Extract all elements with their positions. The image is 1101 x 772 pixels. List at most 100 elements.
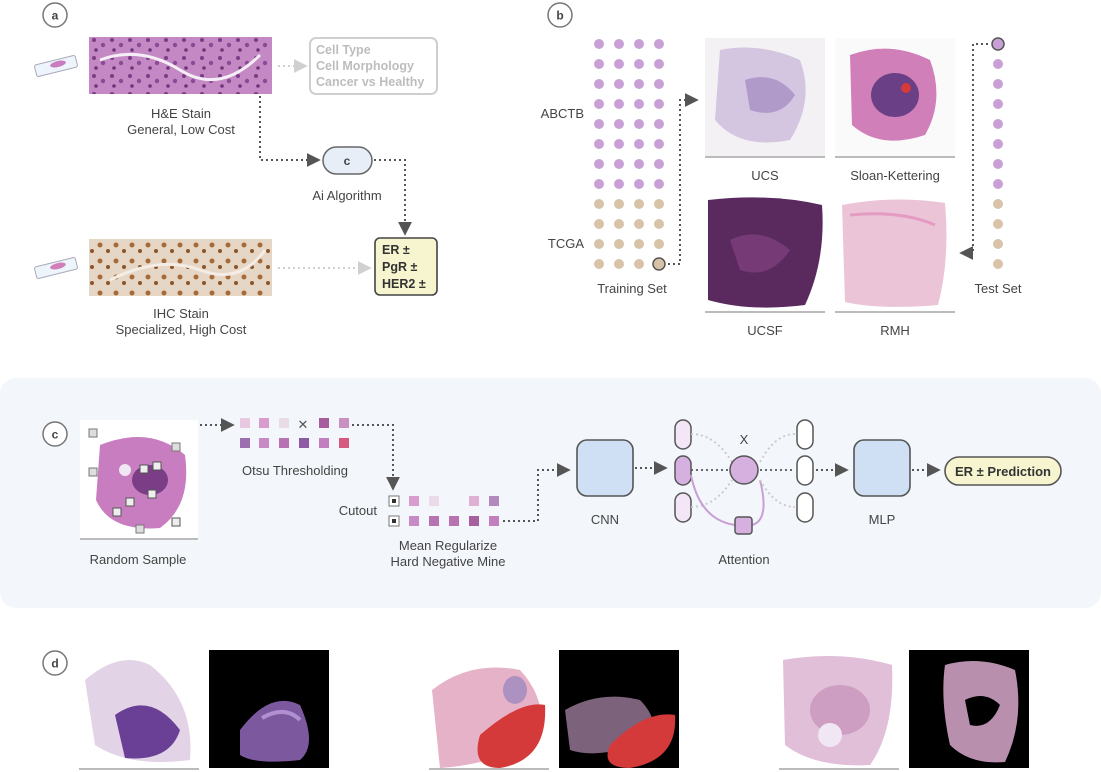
test-dot	[993, 159, 1003, 169]
attention-label: Attention	[718, 552, 769, 567]
feature-pill	[674, 455, 692, 486]
training-dot	[614, 99, 624, 109]
training-dot	[614, 119, 624, 129]
test-dot	[993, 119, 1003, 129]
result-her2: HER2 ±	[382, 277, 426, 291]
site-label-ucsf: UCSF	[747, 323, 782, 338]
cutout-tiles	[388, 495, 499, 527]
test-dot	[993, 59, 1003, 69]
test-dot	[993, 79, 1003, 89]
training-dot	[594, 119, 604, 129]
panel-letter-b: b	[556, 9, 563, 23]
abctb-label: ABCTB	[541, 106, 584, 121]
algo-node-letter: c	[344, 154, 351, 168]
training-dot	[614, 159, 624, 169]
tasks-box	[309, 37, 438, 95]
test-set-label: Test Set	[975, 281, 1022, 296]
mlp-label: MLP	[869, 512, 896, 527]
training-dot	[594, 239, 604, 249]
test-dot	[993, 99, 1003, 109]
panel-letter-c-badge	[42, 421, 68, 447]
training-dot	[634, 179, 644, 189]
attention-connectors	[690, 433, 796, 526]
algo-node	[322, 146, 373, 175]
arrow-he-to-algo	[259, 96, 321, 167]
training-dot	[594, 259, 604, 269]
training-dot	[634, 159, 644, 169]
training-dot	[614, 79, 624, 89]
hard-negative-mine-label: Hard Negative Mine	[391, 554, 506, 569]
panel-letter-a-badge	[42, 2, 68, 28]
algo-label: Ai Algorithm	[312, 188, 381, 203]
feature-pill	[674, 419, 692, 450]
panel-a: a H&E Stain General, Low Cost Cell Type …	[34, 2, 438, 337]
training-dot-grid	[594, 39, 666, 271]
example-heatmap-1	[209, 650, 329, 768]
test-dot-column	[991, 37, 1005, 269]
arrow-test-to-sites	[959, 43, 988, 260]
training-dot	[654, 99, 664, 109]
feature-pill	[674, 492, 692, 523]
training-dot	[634, 259, 644, 269]
arrow-training-to-sites	[668, 93, 699, 265]
example-slide-1	[79, 650, 199, 770]
output-pill	[796, 419, 814, 450]
training-dot	[594, 39, 604, 49]
training-dot	[634, 119, 644, 129]
prediction-label: ER ± Prediction	[955, 464, 1051, 479]
task-cell-type: Cell Type	[316, 43, 371, 57]
training-dot	[634, 219, 644, 229]
training-dot	[614, 139, 624, 149]
training-dot	[594, 99, 604, 109]
training-dot	[614, 219, 624, 229]
ihc-tissue-vein	[109, 249, 267, 282]
mlp-box	[853, 439, 911, 497]
results-box	[374, 237, 438, 296]
x-label: X	[740, 432, 749, 447]
training-dot	[654, 239, 664, 249]
training-dot	[594, 59, 604, 69]
training-dot	[594, 139, 604, 149]
site-image-ucs	[705, 38, 825, 158]
arrow-tiles-to-cnn	[503, 463, 571, 522]
attention-weight-node	[734, 516, 753, 535]
site-label-rmh: RMH	[880, 323, 910, 338]
training-dot	[594, 219, 604, 229]
training-dot	[634, 239, 644, 249]
panel-letter-c: c	[52, 428, 59, 442]
arrow-otsu-to-cutout	[352, 424, 400, 491]
panel-d: d	[42, 650, 1029, 770]
panel-b: b ABCTB TCGA Training Set UCS Sloan-Kett…	[541, 2, 1022, 338]
site-image-ucsf	[705, 193, 825, 313]
slide-icon	[34, 257, 78, 279]
training-dot	[614, 239, 624, 249]
panel-c: c Random Sample ✕	[0, 378, 1101, 608]
training-dot	[634, 139, 644, 149]
result-pgr: PgR ±	[382, 260, 417, 274]
test-dot	[993, 139, 1003, 149]
training-dot	[594, 159, 604, 169]
training-dot	[634, 99, 644, 109]
test-dot	[993, 199, 1003, 209]
training-dot	[614, 199, 624, 209]
example-heatmap-3	[909, 650, 1029, 768]
training-dot	[652, 257, 666, 271]
mean-regularize-label: Mean Regularize	[399, 538, 497, 553]
training-set-label: Training Set	[597, 281, 667, 296]
training-dot	[654, 79, 664, 89]
arrow-algo-to-results	[374, 159, 412, 236]
panel-letter-b-badge	[547, 2, 573, 28]
training-dot	[654, 39, 664, 49]
example-slide-2	[429, 650, 549, 770]
tcga-label: TCGA	[548, 236, 584, 251]
training-dot	[634, 199, 644, 209]
training-dot	[614, 59, 624, 69]
panel-letter-a: a	[52, 9, 59, 23]
training-dot	[654, 59, 664, 69]
site-label-sloan-kettering: Sloan-Kettering	[850, 168, 940, 183]
ihc-caption-2: Specialized, High Cost	[116, 322, 247, 337]
random-sample-label: Random Sample	[90, 552, 187, 567]
test-dot	[993, 239, 1003, 249]
training-dot	[594, 179, 604, 189]
